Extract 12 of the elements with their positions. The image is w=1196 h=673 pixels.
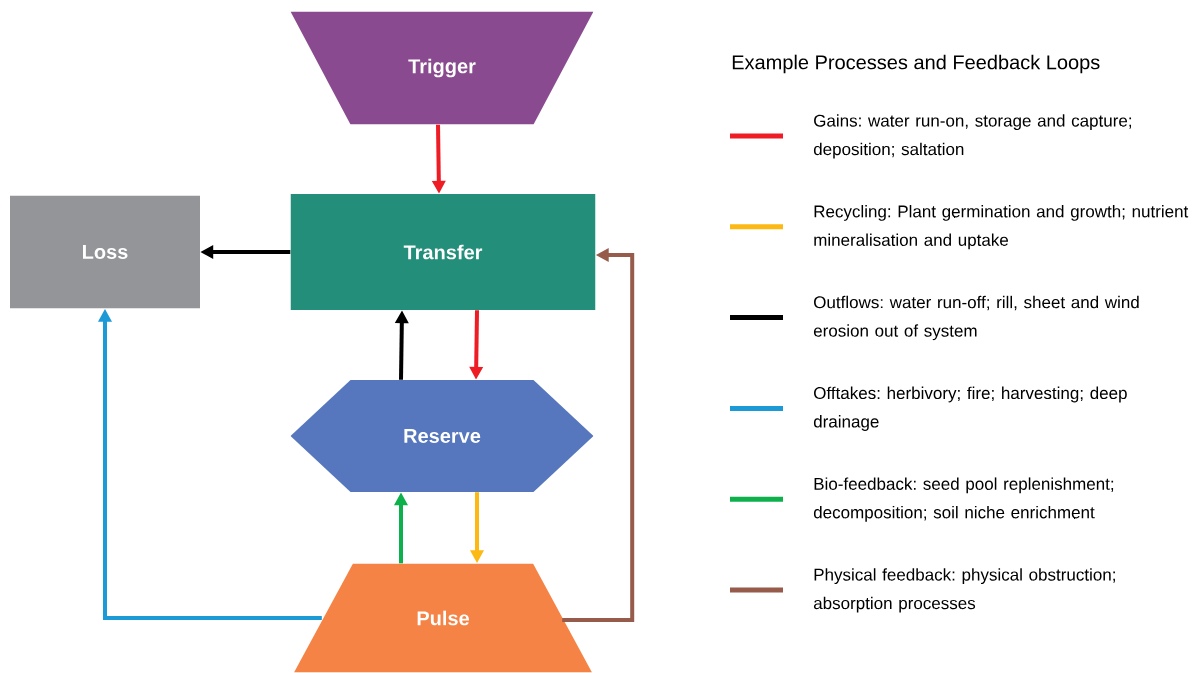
trigger-trapezoid: Trigger bbox=[290, 11, 594, 125]
legend-text: Offtakes: herbivory; fire; harvesting; deep drainage bbox=[813, 386, 1127, 431]
loss-box: Loss bbox=[10, 195, 200, 309]
reserve-hexagon: Reserve bbox=[290, 380, 594, 492]
legend-text: Outflows: water run-off; rill, sheet and wind erosion out of system bbox=[813, 295, 1139, 341]
pulse-trapezoid: Pulse bbox=[294, 563, 592, 673]
transfer-box: Transfer bbox=[290, 194, 596, 310]
legend-text: Bio-feedback: seed pool replenishment; decomposition; soil niche enrichment bbox=[813, 477, 1114, 522]
legend-text: Gains: water run-on, storage and capture; deposition; saltation bbox=[813, 114, 1132, 159]
legend-text: Recycling: Plant germination and growth; nutrient mineralisation and uptake bbox=[814, 205, 1189, 250]
legend-heading: Example Processes and Feedback Loops bbox=[732, 54, 1100, 74]
legend-text: Physical feedback: physical obstruction; absorption processes bbox=[813, 568, 1115, 613]
